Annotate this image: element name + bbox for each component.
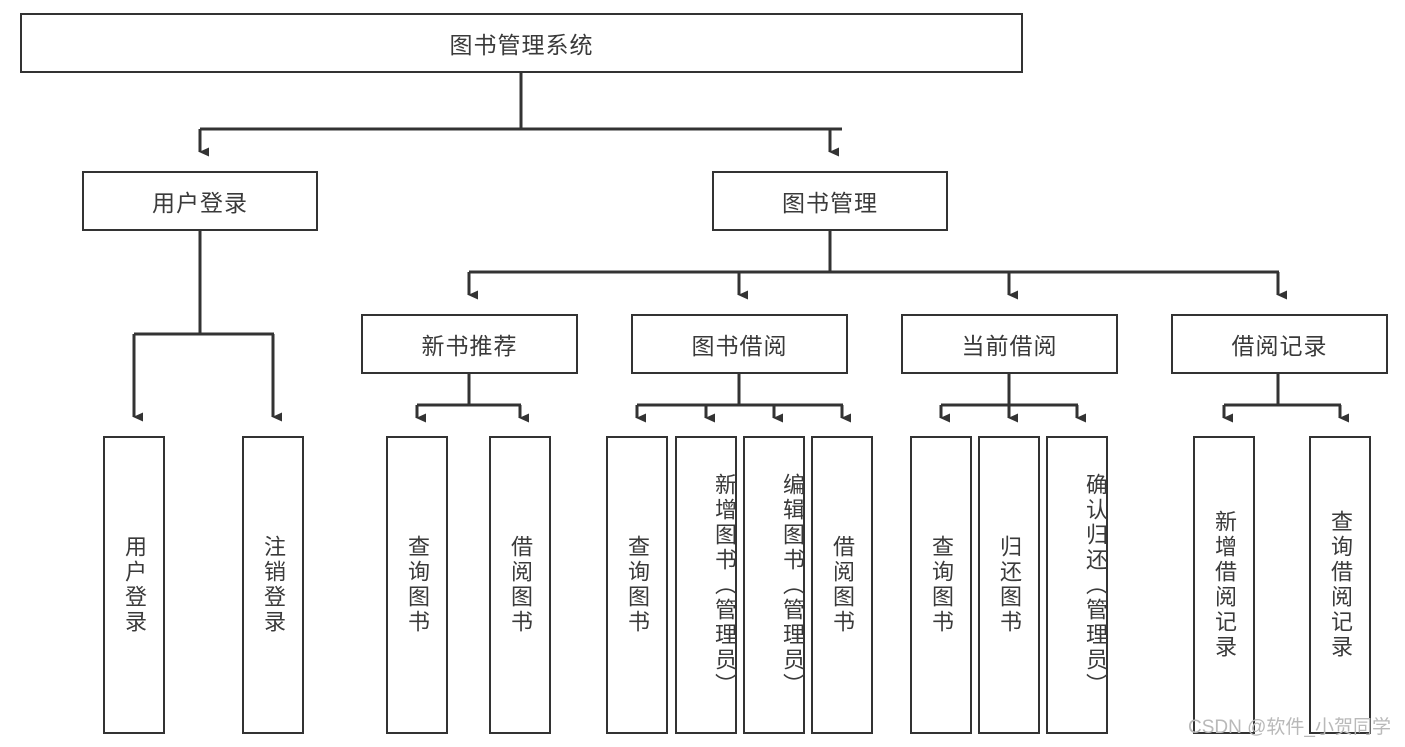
node-leaf-edit-book-label: 编辑图书（管理员） (780, 472, 805, 698)
node-new-book-recommend[interactable]: 新书推荐 (361, 314, 578, 374)
node-leaf-logout-login-label: 注销登录 (261, 535, 286, 635)
node-leaf-add-book-label: 新增图书（管理员） (712, 472, 737, 698)
node-leaf-return-book[interactable]: 归还图书 (978, 436, 1040, 734)
node-leaf-user-login-label: 用户登录 (122, 535, 147, 635)
node-root-label: 图书管理系统 (449, 32, 594, 58)
node-book-management[interactable]: 图书管理 (712, 171, 948, 231)
node-root[interactable]: 图书管理系统 (20, 13, 1023, 73)
node-leaf-user-login[interactable]: 用户登录 (103, 436, 165, 734)
node-borrow-record[interactable]: 借阅记录 (1171, 314, 1388, 374)
node-leaf-query-book-2-label: 查询图书 (625, 535, 650, 635)
node-user-login[interactable]: 用户登录 (82, 171, 318, 231)
node-leaf-return-book-label: 归还图书 (997, 535, 1022, 635)
node-leaf-add-record[interactable]: 新增借阅记录 (1193, 436, 1255, 734)
node-current-borrow-label: 当前借阅 (961, 333, 1058, 359)
node-leaf-borrow-book-1-label: 借阅图书 (508, 535, 533, 635)
node-leaf-query-record[interactable]: 查询借阅记录 (1309, 436, 1371, 734)
node-leaf-add-record-label: 新增借阅记录 (1212, 510, 1237, 660)
node-leaf-confirm-return-label: 确认归还（管理员） (1083, 472, 1108, 698)
node-leaf-query-book-3[interactable]: 查询图书 (910, 436, 972, 734)
csdn-watermark: CSDN @软件_小贺同学 (1188, 717, 1391, 738)
node-leaf-query-book-2[interactable]: 查询图书 (606, 436, 668, 734)
node-leaf-add-book[interactable]: 新增图书（管理员） (675, 436, 737, 734)
node-book-management-label: 图书管理 (782, 190, 878, 216)
node-leaf-borrow-book-1[interactable]: 借阅图书 (489, 436, 551, 734)
node-new-book-recommend-label: 新书推荐 (421, 333, 518, 359)
node-user-login-label: 用户登录 (152, 190, 248, 216)
node-leaf-borrow-book-2-label: 借阅图书 (830, 535, 855, 635)
node-book-borrow[interactable]: 图书借阅 (631, 314, 848, 374)
node-current-borrow[interactable]: 当前借阅 (901, 314, 1118, 374)
node-leaf-edit-book[interactable]: 编辑图书（管理员） (743, 436, 805, 734)
node-leaf-query-record-label: 查询借阅记录 (1328, 510, 1353, 660)
node-leaf-query-book-1[interactable]: 查询图书 (386, 436, 448, 734)
node-leaf-logout-login[interactable]: 注销登录 (242, 436, 304, 734)
node-leaf-query-book-1-label: 查询图书 (405, 535, 430, 635)
node-borrow-record-label: 借阅记录 (1231, 333, 1328, 359)
node-leaf-confirm-return[interactable]: 确认归还（管理员） (1046, 436, 1108, 734)
node-leaf-borrow-book-2[interactable]: 借阅图书 (811, 436, 873, 734)
node-book-borrow-label: 图书借阅 (691, 333, 788, 359)
node-leaf-query-book-3-label: 查询图书 (929, 535, 954, 635)
